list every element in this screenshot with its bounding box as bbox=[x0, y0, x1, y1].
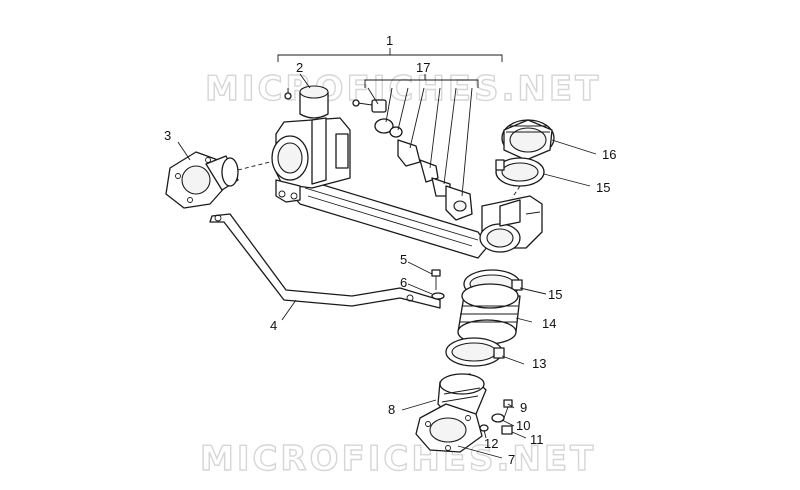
callout-2: 2 bbox=[296, 60, 303, 75]
callout-12: 12 bbox=[484, 436, 498, 451]
callout-16: 16 bbox=[602, 147, 616, 162]
callout-11: 11 bbox=[530, 432, 544, 447]
callout-14: 14 bbox=[542, 316, 556, 331]
callout-3: 3 bbox=[164, 128, 171, 143]
bracket-part-17 bbox=[364, 74, 479, 88]
callout-15-lower: 15 bbox=[548, 287, 562, 302]
callout-13: 13 bbox=[532, 356, 546, 371]
part-11-nut bbox=[501, 425, 513, 435]
part-15-clamp-upper bbox=[495, 157, 545, 199]
part-14-hose bbox=[457, 283, 521, 345]
part-16-sleeve bbox=[501, 119, 555, 161]
watermark-top: MICROFICHES.NET bbox=[205, 69, 601, 109]
callout-15-upper: 15 bbox=[596, 180, 610, 195]
part-7-flange bbox=[415, 403, 483, 453]
callout-6: 6 bbox=[400, 275, 407, 290]
callout-4: 4 bbox=[270, 318, 277, 333]
callout-9: 9 bbox=[520, 400, 527, 415]
callout-7: 7 bbox=[508, 452, 515, 467]
part-4-bar bbox=[209, 213, 441, 309]
callout-5: 5 bbox=[400, 252, 407, 267]
part-3-flange bbox=[165, 151, 271, 209]
callout-10: 10 bbox=[516, 418, 530, 433]
leader-lines bbox=[177, 73, 597, 459]
part-10-washer bbox=[491, 413, 505, 423]
part-2-sensor bbox=[284, 85, 329, 119]
watermark-bottom: MICROFICHES.NET bbox=[200, 439, 596, 479]
throttle-body-rail bbox=[271, 117, 543, 259]
part-6-washer bbox=[431, 292, 445, 300]
callout-1: 1 bbox=[386, 33, 393, 48]
callout-labels: 1 2 3 4 5 6 7 8 9 10 11 12 13 14 15 15 1… bbox=[164, 33, 616, 467]
part-13-clamp bbox=[445, 337, 505, 367]
part-5-screw bbox=[431, 269, 441, 290]
callout-17: 17 bbox=[416, 60, 430, 75]
part-9-bolt bbox=[503, 399, 513, 419]
part-17-injector bbox=[352, 99, 473, 221]
callout-8: 8 bbox=[388, 402, 395, 417]
bracket-part-1 bbox=[277, 48, 503, 62]
